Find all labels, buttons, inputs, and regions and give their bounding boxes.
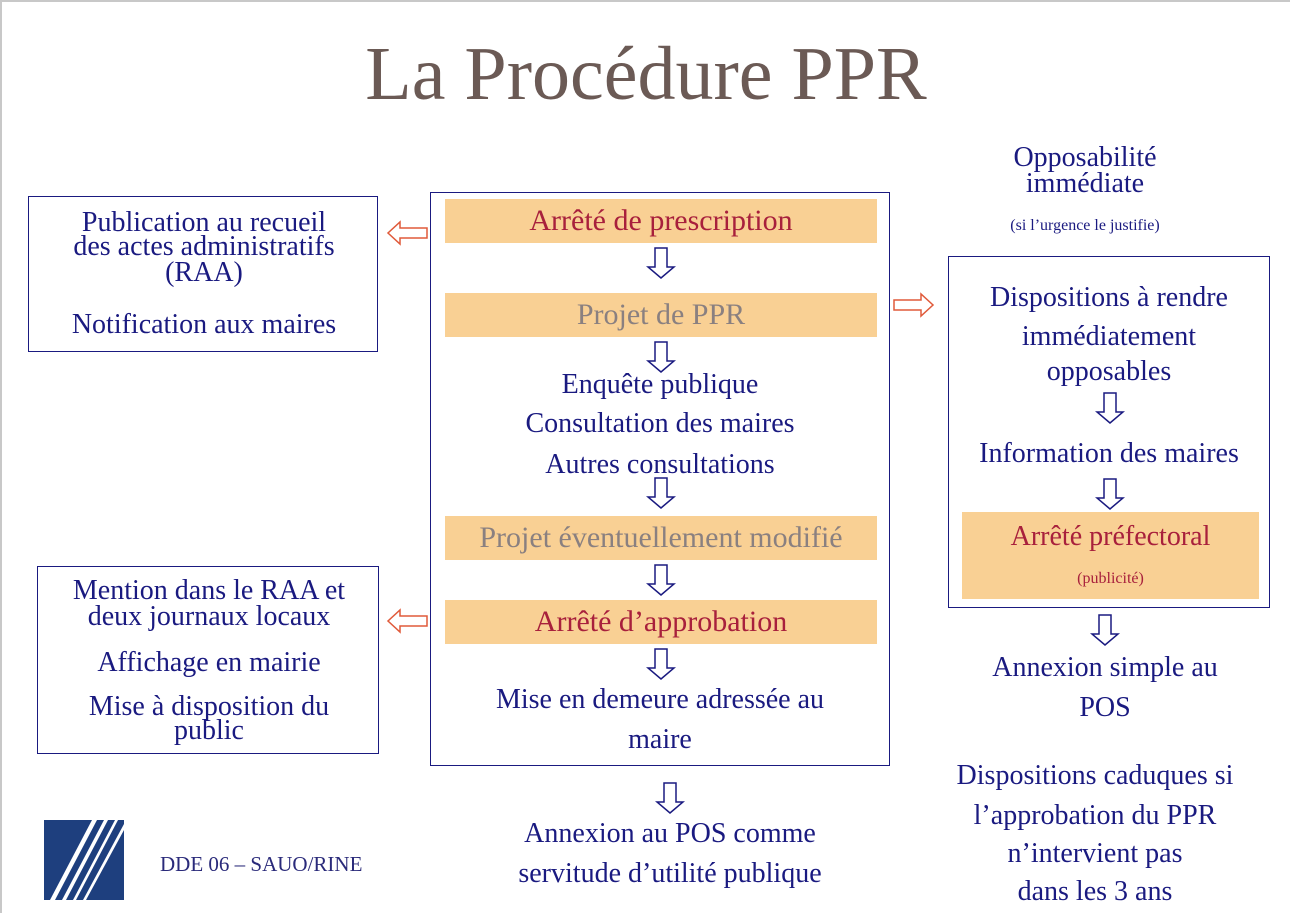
mise-disposition-line1: Mise à disposition du [88,691,330,722]
publicite-note: (publicité) [1077,570,1144,587]
consultation-line: Consultation des maires [525,408,795,439]
slide-title: La Procédure PPR [365,32,927,116]
arrete-prefectoral-label: Arrêté préfectoral [1010,521,1211,552]
down-arrow-icon [646,648,676,680]
publication-line3: (RAA) [165,257,243,288]
mention-line1: Mention dans le RAA et [72,575,346,606]
dispositions-line3: opposables [1046,356,1172,387]
dde-logo-icon [44,820,124,900]
opposabilite-heading-line2: immédiate [1025,168,1145,199]
caduques-line2: l’approbation du PPR [973,800,1217,831]
down-arrow-icon [646,564,676,596]
mention-line2: deux journaux locaux [87,601,331,632]
mise-demeure-line2: maire [628,724,692,755]
autres-line: Autres consultations [545,449,775,480]
annexion-pos-line1: Annexion au POS comme [524,818,816,849]
prefectoral-band [962,512,1259,599]
dispositions-line1: Dispositions à rendre [990,282,1228,313]
left-arrow-icon [386,220,428,246]
notification-line: Notification aux maires [71,309,337,340]
down-arrow-icon [1095,478,1125,510]
footer-label: DDE 06 – SAUO/RINE [160,852,363,876]
enquete-line: Enquête publique [561,369,759,400]
down-arrow-icon [646,477,676,509]
caduques-line1: Dispositions caduques si [956,760,1234,791]
down-arrow-icon [646,341,676,373]
caduques-line4: dans les 3 ans [1017,876,1173,907]
step-prescription: Arrêté de prescription [445,199,877,243]
right-arrow-icon [893,292,935,318]
annexion-pos-line2: servitude d’utilité publique [518,858,822,889]
mise-demeure-line1: Mise en demeure adressée au [495,684,825,715]
down-arrow-icon [1090,614,1120,646]
urgence-note: (si l’urgence le justifie) [1010,217,1160,234]
dispositions-line2: immédiatement [1021,321,1197,352]
down-arrow-icon [1095,392,1125,424]
caduques-line3: n’intervient pas [1007,838,1183,869]
affichage-line: Affichage en mairie [97,647,321,678]
down-arrow-icon [646,247,676,279]
publication-line1: Publication au recueil [81,207,327,238]
publication-box: Publication au recueil des actes adminis… [28,196,378,352]
opposabilite-heading-line1: Opposabilité [1013,142,1157,173]
left-arrow-icon [386,608,428,634]
annexion-simple-line2: POS [1079,692,1131,723]
step-projet-modifie: Projet éventuellement modifié [445,516,877,560]
mention-box: Mention dans le RAA et deux journaux loc… [37,566,379,754]
mise-disposition-line2: public [174,715,244,746]
step-approbation: Arrêté d’approbation [445,600,877,644]
down-arrow-icon [655,782,685,814]
annexion-simple-line1: Annexion simple au [992,652,1218,683]
step-projet: Projet de PPR [445,293,877,337]
publication-line2: des actes administratifs [73,231,335,262]
information-maires-line: Information des maires [979,438,1239,469]
